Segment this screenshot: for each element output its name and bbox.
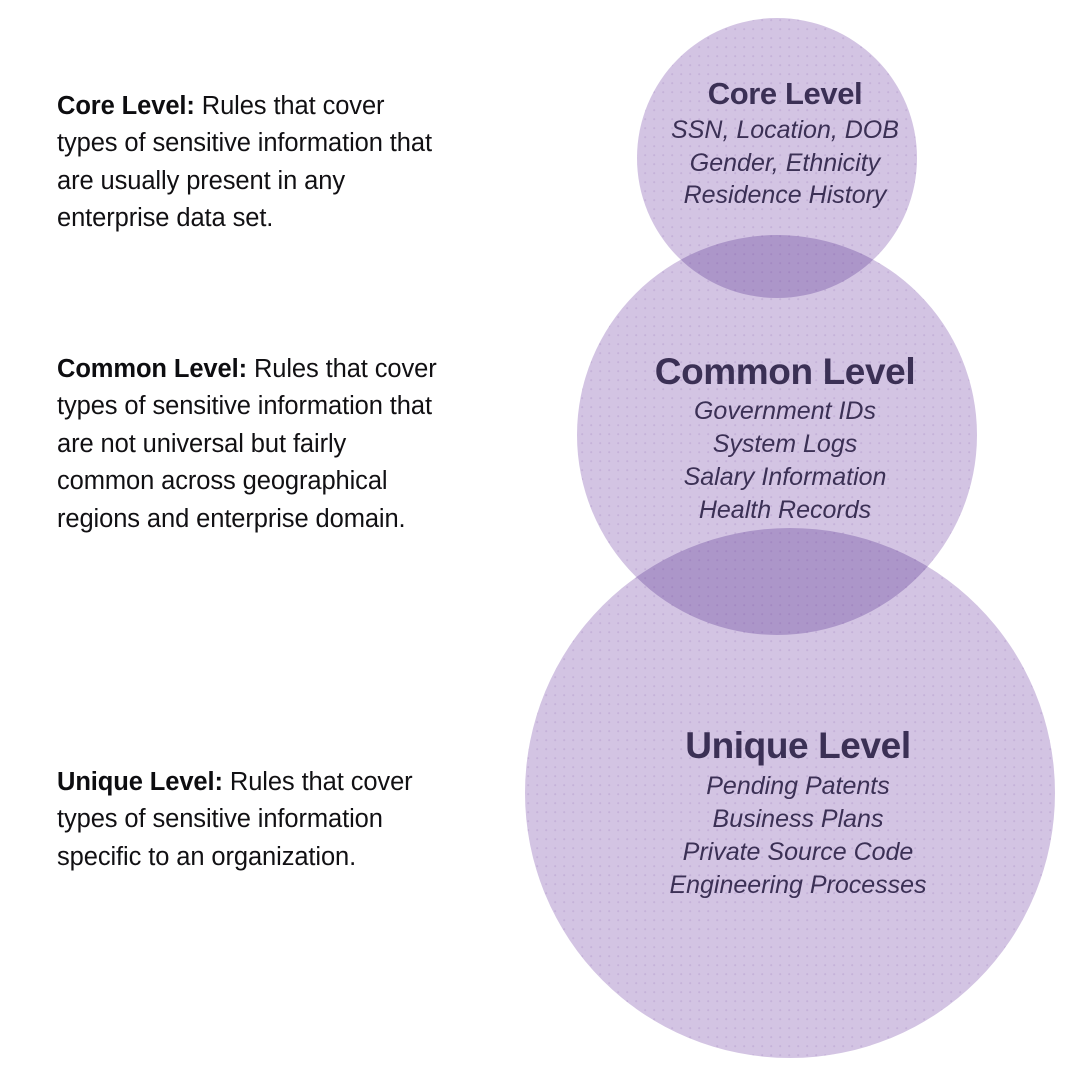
- circle-unique-item: Private Source Code: [682, 838, 914, 866]
- descriptions-column: Core Level: Rules that cover types of se…: [57, 0, 453, 1080]
- circle-core-item: SSN, Location, DOB: [671, 116, 899, 144]
- description-common-body: Rules that cover types of sensitive info…: [57, 354, 437, 533]
- circle-common: [577, 235, 977, 635]
- circle-common-title: Common Level: [654, 351, 916, 392]
- circle-common-item: System Logs: [712, 430, 858, 458]
- circle-core-item: Gender, Ethnicity: [689, 148, 881, 177]
- circle-label-unique: Unique Level Pending Patents Business Pl…: [503, 722, 1080, 902]
- circle-unique: [525, 528, 1055, 1058]
- description-core-body: Rules that cover types of sensitive info…: [57, 91, 432, 233]
- circle-common-item: Health Records: [698, 496, 872, 524]
- circle-label-common: Common Level Government IDs System Logs …: [490, 348, 1080, 527]
- circle-core-title: Core Level: [707, 76, 863, 111]
- description-core: Core Level: Rules that cover types of se…: [57, 88, 449, 238]
- description-unique-body: Rules that cover types of sensitive info…: [57, 767, 413, 871]
- circle-label-core: Core Level SSN, Location, DOB Gender, Et…: [490, 74, 1080, 212]
- circle-core-item: Residence History: [683, 181, 887, 209]
- circle-common-item: Government IDs: [693, 397, 876, 425]
- circle-unique-item: Business Plans: [712, 805, 884, 833]
- description-core-lead: Core Level:: [57, 91, 195, 120]
- circle-unique-title: Unique Level: [685, 725, 911, 766]
- circle-core: [637, 18, 917, 298]
- venn-circles-svg: [525, 18, 1055, 1058]
- description-unique: Unique Level: Rules that cover types of …: [57, 764, 449, 877]
- description-common-lead: Common Level:: [57, 354, 247, 383]
- circle-unique-items: Pending Patents Business Plans Private S…: [503, 770, 1080, 902]
- circle-core-items: SSN, Location, DOB Gender, Ethnicity Res…: [490, 114, 1080, 212]
- description-unique-lead: Unique Level:: [57, 767, 223, 796]
- circle-common-item: Salary Information: [683, 463, 887, 491]
- venn-diagram: Core Level SSN, Location, DOB Gender, Et…: [490, 0, 1080, 1080]
- circle-common-items: Government IDs System Logs Salary Inform…: [490, 395, 1080, 527]
- description-common: Common Level: Rules that cover types of …: [57, 351, 449, 539]
- circle-unique-item: Pending Patents: [706, 772, 890, 800]
- circle-unique-item: Engineering Processes: [669, 871, 927, 899]
